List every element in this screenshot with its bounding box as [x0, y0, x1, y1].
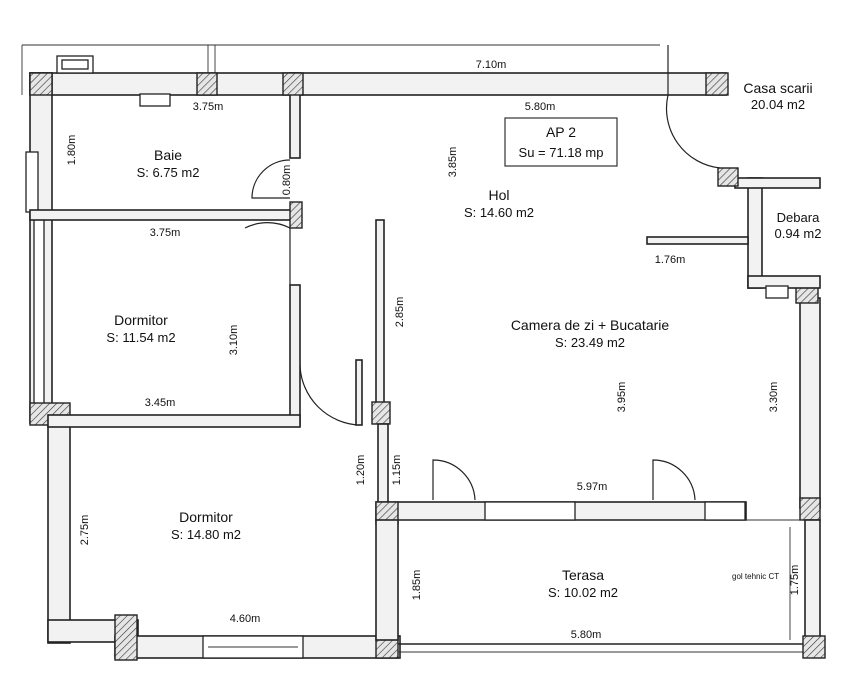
dormitor2-name: Dormitor	[179, 509, 233, 525]
top-wall	[29, 72, 727, 96]
dim-debara-width: 1.76m	[655, 254, 686, 266]
camera-zi-area: S: 23.49 m2	[555, 335, 625, 350]
corner-top-mid	[196, 72, 218, 96]
window-terasa-1	[484, 501, 576, 521]
central-partition	[375, 219, 385, 421]
dim-terasa-right: 1.75m	[789, 565, 801, 596]
baie-name: Baie	[154, 147, 182, 163]
dormitor2-area: S: 14.80 m2	[171, 527, 241, 542]
dim-camera-height-left: 3.95m	[616, 382, 628, 413]
dim-dormitor2-width: 4.60m	[230, 613, 261, 625]
right-wall-lower	[804, 519, 821, 651]
dormitor1-bottom-wall	[47, 414, 301, 428]
camera-zi-name: Camera de zi + Bucatarie	[511, 317, 670, 333]
corner-baie-top	[282, 72, 304, 96]
corner-right-bottom	[799, 497, 821, 521]
terasa-area: S: 10.02 m2	[548, 585, 618, 600]
terasa-name: Terasa	[562, 567, 604, 583]
corner-baie-door	[289, 201, 303, 229]
dim-partition-height: 2.85m	[394, 297, 406, 328]
apartment-box	[504, 117, 618, 167]
dormitor1-area: S: 11.54 m2	[106, 330, 175, 345]
dim-terasa-width: 5.80m	[571, 629, 602, 641]
gol-tehnic-note: gol tehnic CT	[732, 572, 779, 581]
window-terasa-2	[704, 501, 746, 521]
dim-door-baie: 0.80m	[281, 165, 293, 196]
dim-dormitor1-width: 3.75m	[150, 227, 181, 239]
top-left-vent-inner	[61, 59, 89, 70]
central-partition-lower	[377, 423, 389, 505]
debara-vent	[765, 285, 789, 299]
dormitor2-door-leaf	[355, 359, 363, 426]
corner-tl	[29, 72, 53, 96]
dim-baie-height: 1.80m	[66, 135, 78, 166]
corner-right-bottom-2	[802, 635, 826, 659]
left-wall-lower	[47, 424, 71, 644]
dormitor1-name: Dormitor	[114, 312, 168, 328]
hol-area: S: 14.60 m2	[464, 205, 534, 220]
casa-scarii-name: Casa scarii	[743, 80, 812, 96]
dim-top-width: 7.10m	[476, 59, 507, 71]
right-wall	[799, 297, 821, 509]
window-dormitor-left	[33, 214, 45, 406]
debara-top-wall	[734, 177, 821, 189]
dormitor1-right-wall	[289, 284, 301, 426]
dormitor2-door-arc	[299, 364, 361, 426]
baie-area: S: 6.75 m2	[137, 165, 200, 180]
dim-corridor-1: 1.20m	[355, 455, 367, 486]
baie-door-arc	[251, 159, 291, 199]
apartment-total: Su = 71.18 mp	[519, 145, 604, 160]
dim-corridor-2: 1.15m	[391, 455, 403, 486]
dim-camera-height-right: 3.30m	[768, 382, 780, 413]
terasa-door-2	[652, 459, 696, 501]
dim-dormitor1-height: 3.10m	[228, 325, 240, 356]
casa-scarii-area: 20.04 m2	[751, 97, 805, 112]
dim-dormitor2-height: 2.75m	[79, 515, 91, 546]
debara-name: Debara	[777, 210, 820, 225]
window-baie-left	[25, 151, 39, 213]
hol-name: Hol	[488, 187, 509, 203]
casa-scarii-door	[665, 94, 721, 169]
dim-dormitor1-bottom: 3.45m	[145, 397, 176, 409]
dormitor1-door-arc	[244, 222, 291, 229]
dim-baie-width: 3.75m	[193, 101, 224, 113]
apartment-title: AP 2	[546, 124, 576, 140]
debara-left-wall	[747, 177, 763, 289]
corner-debara	[717, 167, 739, 187]
central-hatch	[371, 401, 391, 425]
debara-partition	[646, 236, 749, 245]
dim-hol-height: 3.85m	[447, 147, 459, 178]
dim-camera-width: 5.97m	[577, 481, 608, 493]
corner-bottom-left	[114, 614, 138, 661]
corner-top-right	[705, 72, 729, 96]
debara-area: 0.94 m2	[775, 226, 822, 241]
dim-hol-width: 5.80m	[525, 101, 556, 113]
baie-bottom-wall	[29, 209, 301, 221]
dim-terasa-height: 1.85m	[411, 570, 423, 601]
baie-vent	[139, 93, 171, 107]
dormitor2-right-wall	[375, 519, 399, 641]
terasa-door-1	[432, 459, 476, 501]
